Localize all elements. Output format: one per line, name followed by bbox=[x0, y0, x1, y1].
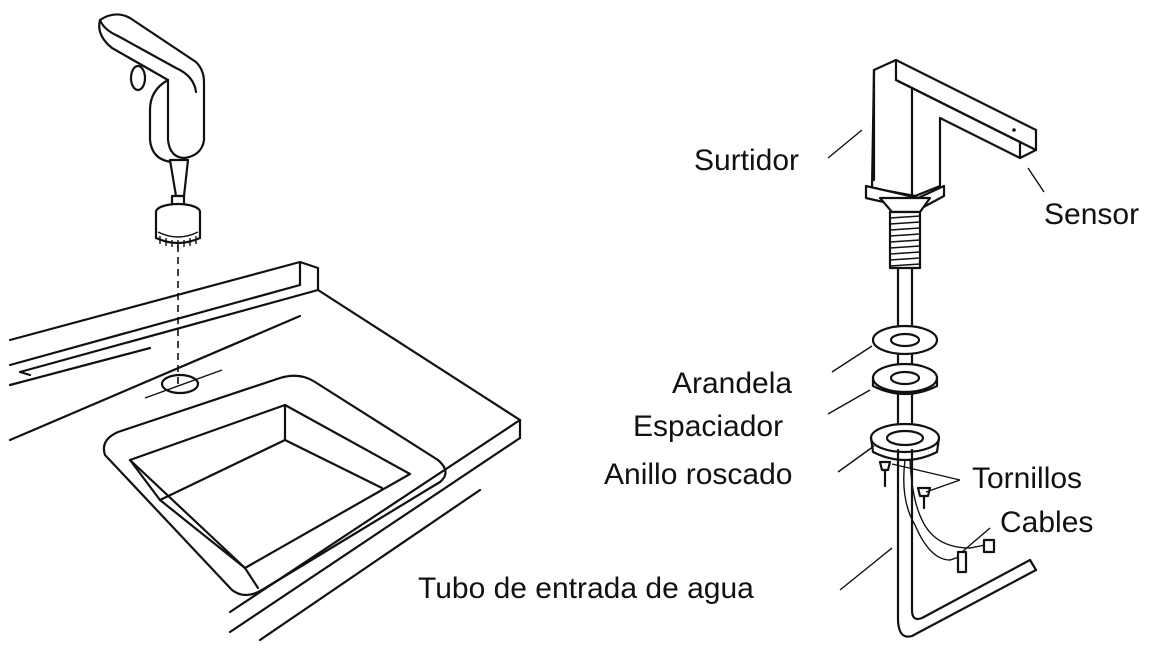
mounting-hole bbox=[144, 369, 223, 399]
label-arandela: Arandela bbox=[672, 367, 793, 400]
countertop bbox=[8, 260, 522, 642]
label-tornillos: Tornillos bbox=[972, 462, 1083, 495]
label-cables: Cables bbox=[1000, 506, 1094, 539]
label-espaciador: Espaciador bbox=[633, 410, 784, 443]
label-anillo-roscado: Anillo roscado bbox=[604, 458, 793, 491]
label-tubo: Tubo de entrada de agua bbox=[418, 572, 754, 605]
sink-bowl bbox=[102, 374, 447, 597]
label-surtidor: Surtidor bbox=[694, 144, 800, 177]
faucet-assembly bbox=[864, 58, 1038, 638]
faucet-lowered bbox=[98, 13, 206, 248]
leader-lines bbox=[827, 129, 1045, 591]
label-sensor: Sensor bbox=[1044, 198, 1140, 231]
